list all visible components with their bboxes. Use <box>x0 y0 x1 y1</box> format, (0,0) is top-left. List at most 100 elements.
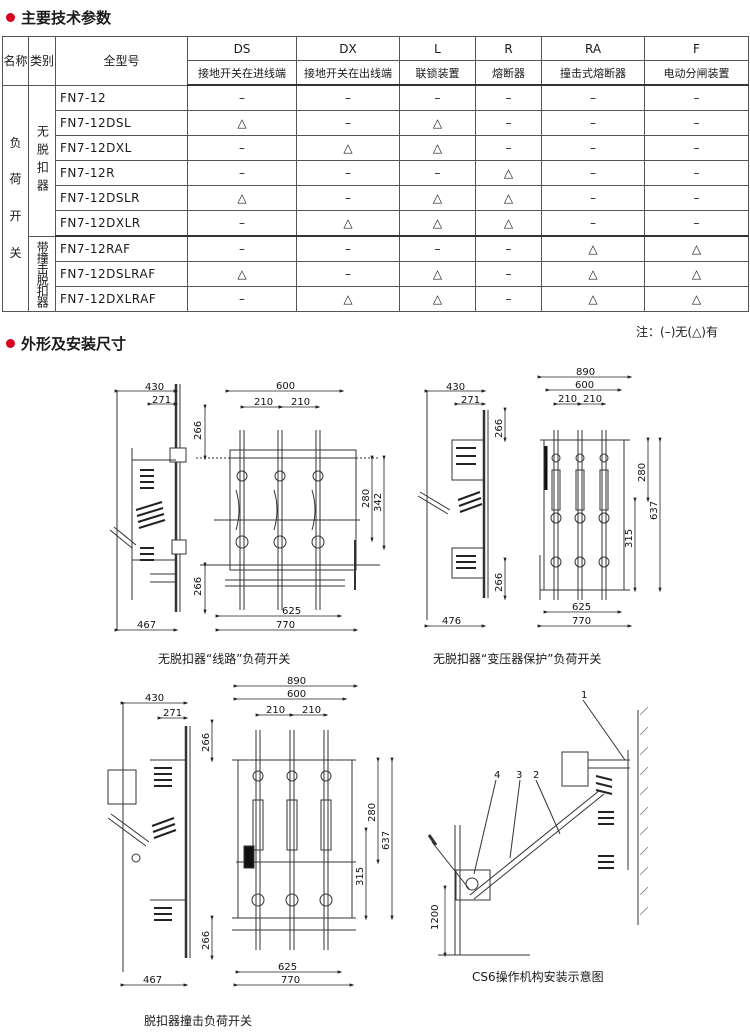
header-col-ra: RA <box>541 36 645 61</box>
header-desc-r: 熔断器 <box>475 60 542 86</box>
dim-210-b2: 210 <box>583 394 602 405</box>
option-cell: – <box>296 160 400 186</box>
category-striker-trip: 带撞击脱扣器 <box>28 235 56 312</box>
dim-430-a: 430 <box>145 382 164 393</box>
header-col-f: F <box>644 36 749 61</box>
dim-266-b1: 266 <box>494 419 505 438</box>
dim-600-b: 600 <box>575 380 594 391</box>
dim-210-a1: 210 <box>254 397 273 408</box>
option-cell: △ <box>187 185 297 211</box>
option-cell: – <box>187 210 297 237</box>
option-cell: △ <box>399 135 476 161</box>
option-cell: – <box>541 185 645 211</box>
section-title-params: 主要技术参数 <box>6 6 111 28</box>
dim-266-a2: 266 <box>193 577 204 596</box>
caption-cs6-mechanism: CS6操作机构安装示意图 <box>472 970 604 984</box>
table-row: FN7-12DSLRAF△–△–△△ <box>3 261 749 287</box>
option-cell: – <box>644 84 749 111</box>
dim-280-a: 280 <box>361 489 372 508</box>
option-cell: – <box>399 235 476 262</box>
technical-params-table: 名称 类别 全型号 DS DX L R RA F 接地开关在进线端 接地开关在出… <box>2 36 749 312</box>
dim-210-b1: 210 <box>558 394 577 405</box>
dim-1200-d: 1200 <box>430 905 441 930</box>
option-cell: △ <box>399 185 476 211</box>
dim-271-b: 271 <box>461 395 480 406</box>
dim-770-a: 770 <box>276 620 295 631</box>
dim-890-b: 890 <box>576 367 595 378</box>
table-row: FN7-12DSLR△–△△–– <box>3 185 749 211</box>
option-cell: – <box>475 286 542 312</box>
dim-271-c: 271 <box>163 708 182 719</box>
dim-467-c: 467 <box>143 975 162 986</box>
option-cell: △ <box>399 110 476 136</box>
header-col-dx: DX <box>296 36 400 61</box>
dim-476-b: 476 <box>442 616 461 627</box>
label-n3: 3 <box>516 770 522 781</box>
dim-266-c2: 266 <box>201 931 212 950</box>
header-name: 名称 <box>2 36 29 86</box>
header-desc-f: 电动分闸装置 <box>644 60 749 86</box>
option-cell: – <box>541 84 645 111</box>
header-desc-l: 联锁装置 <box>399 60 476 86</box>
caption-transformer-type: 无脱扣器“变压器保护”负荷开关 <box>433 652 602 666</box>
header-col-l: L <box>399 36 476 61</box>
header-col-ds: DS <box>187 36 297 61</box>
dim-890-c: 890 <box>287 676 306 687</box>
label-n2: 2 <box>533 770 539 781</box>
option-cell: △ <box>475 185 542 211</box>
dim-625-c: 625 <box>278 962 297 973</box>
dim-280-b: 280 <box>637 463 648 482</box>
model-cell: FN7-12DXLR <box>55 210 188 237</box>
dim-271-a: 271 <box>152 395 171 406</box>
header-desc-ra: 撞击式熔断器 <box>541 60 645 86</box>
dim-210-c1: 210 <box>266 705 285 716</box>
dim-266-b2: 266 <box>494 573 505 592</box>
option-cell: △ <box>541 286 645 312</box>
table-row: FN7-12DXL–△△––– <box>3 135 749 161</box>
table-row: FN7-12DSL△–△––– <box>3 110 749 136</box>
dim-467-a: 467 <box>137 620 156 631</box>
dim-342-a: 342 <box>373 493 384 512</box>
drawing-cs6-mechanism <box>427 699 649 958</box>
option-cell: △ <box>475 160 542 186</box>
option-cell: – <box>644 160 749 186</box>
label-n1: 1 <box>581 690 587 701</box>
header-col-r: R <box>475 36 542 61</box>
dim-315-c: 315 <box>355 867 366 886</box>
dim-430-c: 430 <box>145 693 164 704</box>
dim-266-c1: 266 <box>201 733 212 752</box>
dim-280-c: 280 <box>367 803 378 822</box>
dim-770-c: 770 <box>281 975 300 986</box>
dim-430-b: 430 <box>446 382 465 393</box>
dim-266-a1: 266 <box>193 421 204 440</box>
section-title-dimensions: 外形及安装尺寸 <box>6 332 126 354</box>
option-cell: △ <box>296 286 400 312</box>
dim-600-a: 600 <box>276 381 295 392</box>
header-desc-dx: 接地开关在出线端 <box>296 60 400 86</box>
model-cell: FN7-12DSLR <box>55 185 188 211</box>
drawing-line-type <box>109 384 380 630</box>
option-cell: △ <box>296 210 400 237</box>
label-n4: 4 <box>494 770 500 781</box>
dim-625-a: 625 <box>282 606 301 617</box>
option-cell: △ <box>475 210 542 237</box>
legend-note: 注：(–)无(△)有 <box>636 325 718 339</box>
option-cell: – <box>644 210 749 237</box>
dim-637-c: 637 <box>381 831 392 850</box>
option-cell: △ <box>541 235 645 262</box>
model-cell: FN7-12 <box>55 84 188 111</box>
caption-striker-type: 脱扣器撞击负荷开关 <box>144 1014 253 1028</box>
model-cell: FN7-12DSL <box>55 110 188 136</box>
dim-210-c2: 210 <box>302 705 321 716</box>
option-cell: – <box>541 210 645 237</box>
red-bullet-icon <box>6 338 15 348</box>
drawing-3-dims <box>120 684 394 987</box>
name-cell: 负荷开关 <box>2 84 29 312</box>
option-cell: △ <box>399 210 476 237</box>
drawing-2-dims <box>424 375 662 628</box>
option-cell: – <box>296 185 400 211</box>
caption-line-type: 无脱扣器“线路”负荷开关 <box>158 652 291 666</box>
